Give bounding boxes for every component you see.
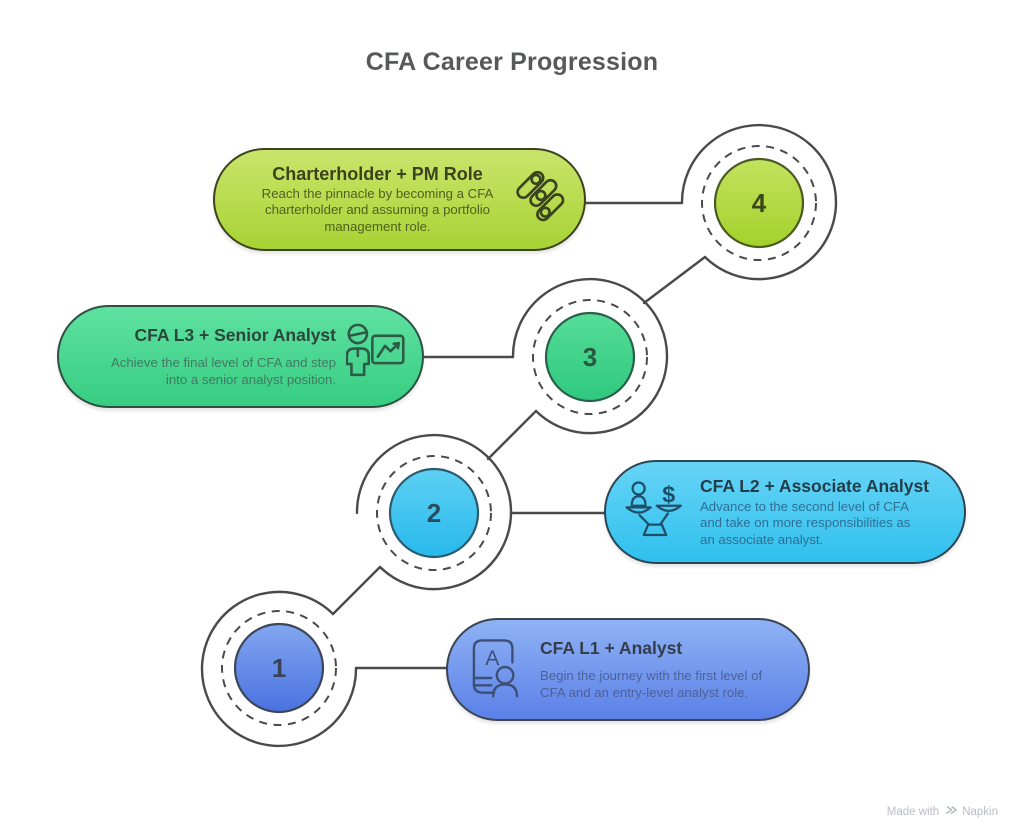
card-letter-glyph: A [485,647,500,670]
step-1-outer-ring [200,590,358,748]
step-1-number: 1 [271,652,287,683]
step-3-description: Achieve the final level of CFA and step … [110,355,336,387]
watermark-prefix: Made with [886,806,940,818]
step-3-number: 3 [582,341,598,372]
balance-scale-dollar-icon: $ [624,478,686,547]
step-3-card: CFA L3 + Senior Analyst Achieve the fina… [57,305,424,408]
step-1-circle [233,622,325,714]
diagram-title: CFA Career Progression [365,48,659,76]
step-1-description: Begin the journey with the first level o… [540,668,763,700]
napkin-logo-icon [944,805,958,819]
step-4-circle [713,157,805,249]
step-3-title: CFA L3 + Senior Analyst [134,325,336,345]
step-2-dashed-ring [376,455,492,571]
step-1-card: A CFA L1 + Analyst Begin the journey wit… [446,618,810,721]
step-4-title: Charterholder + PM Role [272,163,483,184]
step-2-number: 2 [426,497,442,528]
step-2-outer-ring [355,433,513,591]
step-4-dashed-ring [701,145,817,261]
dollar-glyph: $ [662,481,675,507]
diagonal-sliders-icon [512,167,568,232]
connector-node3-node2 [486,409,538,461]
step-2-circle [388,467,480,559]
id-card-person-icon: A [466,634,524,705]
step-4-description: Reach the pinnacle by becoming a CFA cha… [261,185,494,234]
connector-node4-node3 [642,255,707,305]
step-3-circle [544,311,636,403]
step-3-dashed-ring [532,299,648,415]
person-presenting-chart-icon [345,322,406,391]
watermark-brand: Napkin [962,806,998,818]
step-2-title: CFA L2 + Associate Analyst [700,475,930,496]
step-1-title: CFA L1 + Analyst [540,638,683,658]
step-1-dashed-ring [221,610,337,726]
step-2-description: Advance to the second level of CFA and t… [700,498,911,547]
step-3-outer-ring [511,277,669,435]
step-4-outer-ring [680,123,838,281]
step-2-card: $ CFA L2 + Associate Analyst Advance to … [604,460,966,564]
step-4-number: 4 [751,187,767,218]
connector-node2-node1 [331,565,382,616]
watermark: Made with Napkin [887,805,998,819]
step-4-card: Charterholder + PM Role Reach the pinnac… [213,148,586,251]
